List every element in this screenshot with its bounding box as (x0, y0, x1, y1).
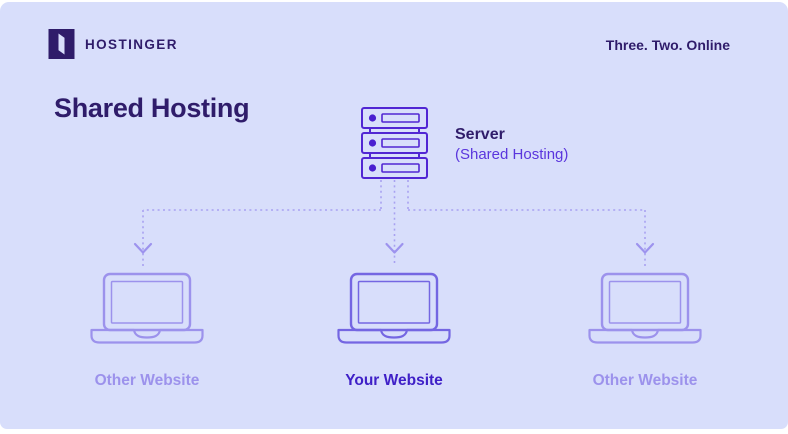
brand-header: HOSTINGER (48, 29, 178, 59)
hostinger-logo-icon (48, 29, 75, 59)
laptop-icon (588, 272, 702, 344)
server-label-sub: (Shared Hosting) (455, 146, 569, 163)
server-label: Server (Shared Hosting) (455, 125, 568, 165)
server-rack-icon (361, 107, 428, 179)
laptop-icon (337, 272, 451, 344)
website-label-other-left: Other Website (94, 372, 200, 389)
website-label-yours: Your Website (345, 372, 443, 389)
page-title: Shared Hosting (54, 93, 250, 123)
brand-tagline: Three. Two. Online (605, 37, 730, 53)
brand-name: HOSTINGER (85, 36, 178, 52)
laptop-icon (90, 272, 204, 344)
server-label-main: Server (455, 126, 505, 143)
website-label-other-right: Other Website (592, 372, 698, 389)
